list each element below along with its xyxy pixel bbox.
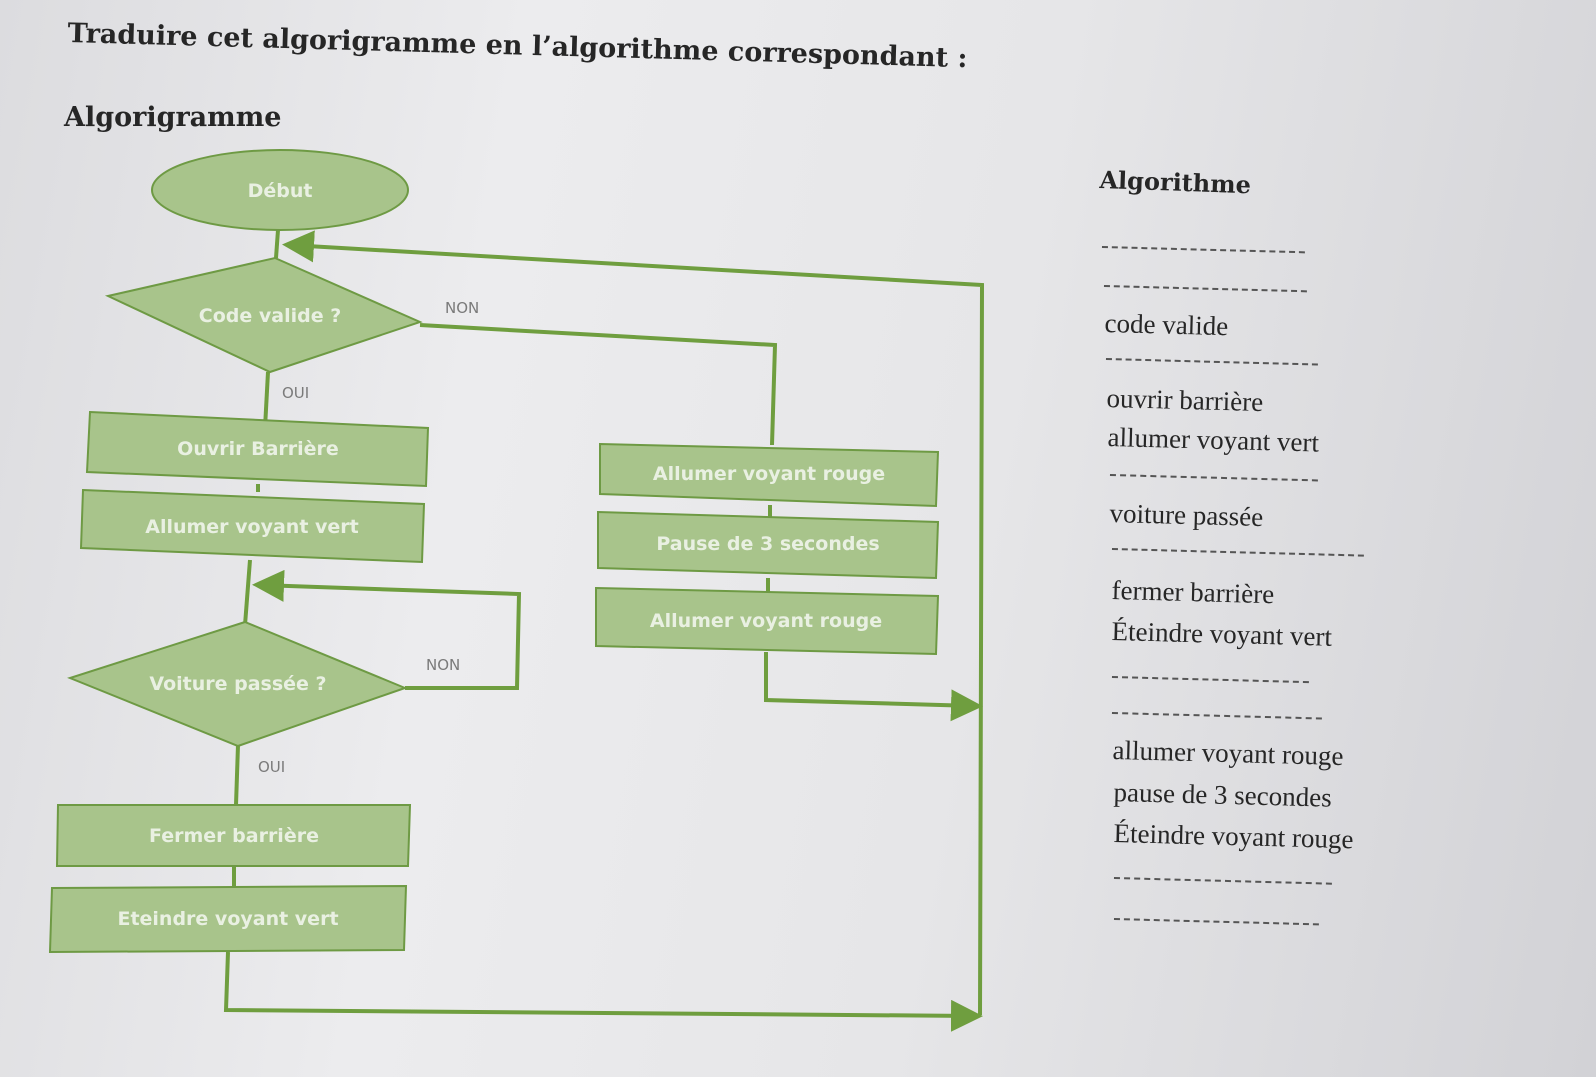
connector-end bbox=[223, 951, 983, 1032]
algorithm-step: allumer voyant rouge bbox=[1112, 735, 1344, 772]
green-on-label: Allumer voyant vert bbox=[145, 516, 359, 538]
connector-no-code bbox=[419, 323, 778, 446]
red-on-2-label: Allumer voyant rouge bbox=[650, 610, 882, 632]
process-green-on bbox=[79, 488, 426, 564]
connector-yes-code bbox=[263, 371, 270, 429]
process-pause bbox=[597, 510, 940, 580]
close-barrier-label: Fermer barrière bbox=[149, 825, 319, 847]
algorithm-heading: Algorithme bbox=[1098, 165, 1252, 200]
process-red-on-2 bbox=[595, 586, 940, 656]
process-red-on bbox=[599, 442, 940, 508]
decision-car-passed bbox=[67, 620, 408, 748]
algorithm-step: ouvrir barrière bbox=[1106, 383, 1264, 418]
connector-start bbox=[274, 229, 280, 259]
process-close-barrier bbox=[55, 804, 412, 867]
loop-back-car bbox=[252, 569, 522, 690]
connector-red-join bbox=[764, 652, 983, 722]
process-open-barrier bbox=[85, 410, 430, 488]
decision-code-label: Code valide ? bbox=[199, 305, 341, 327]
decision-code-yes: OUI bbox=[282, 384, 309, 402]
flowchart-heading: Algorigramme bbox=[64, 102, 282, 133]
decision-car-yes: OUI bbox=[258, 758, 285, 776]
connector-yes-car bbox=[234, 744, 240, 806]
algorithm-step: voiture passée bbox=[1109, 498, 1264, 533]
green-off-label: Eteindre voyant vert bbox=[117, 908, 338, 930]
process-green-off bbox=[48, 884, 408, 954]
red-on-label: Allumer voyant rouge bbox=[653, 463, 885, 485]
decision-code-valid bbox=[104, 256, 423, 374]
decision-car-label: Voiture passée ? bbox=[149, 673, 326, 695]
loop-back-main bbox=[282, 230, 985, 1016]
algorithm-step: Éteindre voyant rouge bbox=[1113, 818, 1354, 855]
open-barrier-label: Ouvrir Barrière bbox=[177, 438, 339, 460]
algorithm-step: pause de 3 secondes bbox=[1113, 777, 1333, 813]
start-node bbox=[151, 149, 409, 231]
pause-label: Pause de 3 secondes bbox=[656, 533, 879, 555]
decision-car-no: NON bbox=[426, 656, 460, 674]
decision-code-no: NON bbox=[445, 299, 479, 317]
algorithm-step: Éteindre voyant vert bbox=[1111, 616, 1333, 652]
algorithm-step: allumer voyant vert bbox=[1107, 422, 1320, 458]
algorithm-step: fermer barrière bbox=[1111, 575, 1275, 610]
algorithm-step: code valide bbox=[1104, 308, 1229, 342]
start-label: Début bbox=[248, 180, 313, 202]
connector-green-decision bbox=[243, 559, 252, 626]
